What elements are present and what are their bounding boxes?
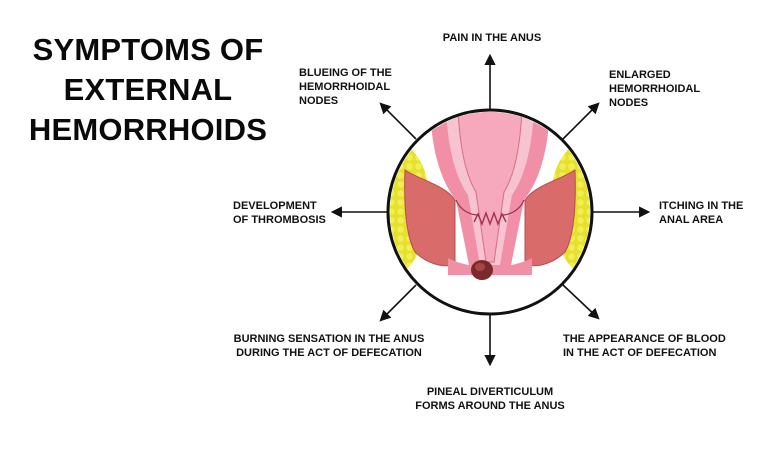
label-itching: ITCHING IN THE ANAL AREA <box>659 199 743 227</box>
label-line: FORMS AROUND THE ANUS <box>415 400 565 412</box>
anal-canal-illustration <box>390 112 590 312</box>
label-line: OF THROMBOSIS <box>233 214 326 226</box>
label-burning: BURNING SENSATION IN THE ANUS DURING THE… <box>225 332 433 360</box>
arrow-up-left <box>379 102 417 140</box>
label-line: IN THE ACT OF DEFECATION <box>563 347 717 359</box>
label-thrombosis: DEVELOPMENT OF THROMBOSIS <box>233 199 326 227</box>
label-line: NODES <box>609 97 649 109</box>
arrow-down-left <box>379 284 417 322</box>
title-line: HEMORRHOIDS <box>28 112 268 147</box>
label-line: BLUEING OF THE <box>299 67 392 79</box>
label-blood: THE APPEARANCE OF BLOOD IN THE ACT OF DE… <box>563 332 726 360</box>
label-line: BURNING SENSATION IN THE ANUS <box>233 333 425 345</box>
label-line: DURING THE ACT OF DEFECATION <box>236 347 422 359</box>
label-line: DEVELOPMENT <box>233 200 317 212</box>
title-line: SYMPTOMS OF <box>32 32 264 67</box>
label-line: HEMORRHOIDAL <box>299 81 391 93</box>
diagram-title: SYMPTOMS OF EXTERNAL HEMORRHOIDS <box>28 30 268 150</box>
arrow-down-right <box>562 284 600 320</box>
label-blueing: BLUEING OF THE HEMORRHOIDAL NODES <box>299 66 392 108</box>
label-line: HEMORRHOIDAL <box>609 83 701 95</box>
label-line: PINEAL DIVERTICULUM <box>426 386 554 398</box>
label-line: THE APPEARANCE OF BLOOD <box>563 333 726 345</box>
title-line: EXTERNAL <box>63 72 233 107</box>
label-line: NODES <box>299 95 339 107</box>
label-line: PAIN IN THE ANUS <box>442 32 542 44</box>
label-line: ENLARGED <box>609 69 671 81</box>
label-pain-in-the-anus: PAIN IN THE ANUS <box>436 31 548 45</box>
arrow-up-right <box>562 102 600 140</box>
label-line: ANAL AREA <box>659 214 724 226</box>
label-diverticulum: PINEAL DIVERTICULUM FORMS AROUND THE ANU… <box>410 385 570 413</box>
label-enlarged-nodes: ENLARGED HEMORRHOIDAL NODES <box>609 68 700 110</box>
label-line: ITCHING IN THE <box>659 200 744 212</box>
